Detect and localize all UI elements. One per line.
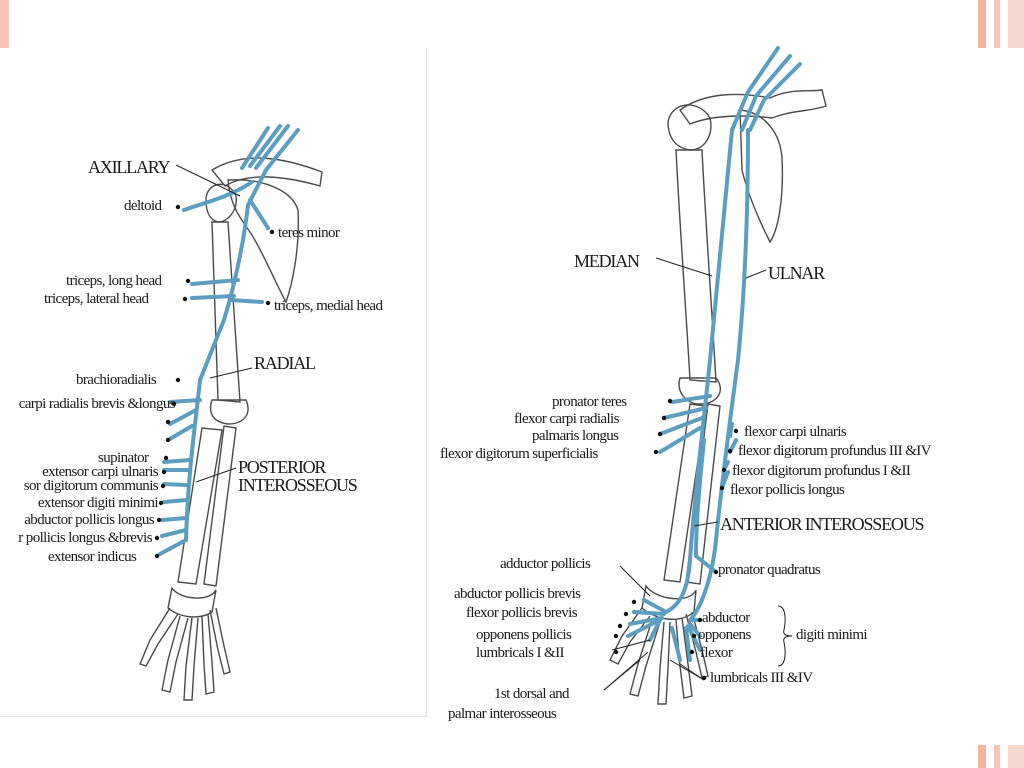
- left-finger-thumb: [139, 607, 179, 667]
- label-fdp-1-2: flexor digitorum profundus I &II: [732, 463, 911, 479]
- label-interosseous-2: palmar interosseous: [448, 706, 557, 722]
- label-abductor: abductor: [702, 610, 750, 626]
- label-epl: r pollicis longus &brevis: [18, 530, 152, 546]
- label-palmaris: palmaris longus: [532, 428, 619, 444]
- label-fds: flexor digitorum superficialis: [440, 446, 598, 462]
- label-triceps-long-head: triceps, long head: [66, 273, 162, 289]
- left-carpals: [167, 586, 217, 618]
- label-interosseous: INTEROSSEOUS: [238, 475, 358, 495]
- label-apl: abductor pollicis longus: [24, 512, 154, 528]
- label-flexor: flexor: [700, 645, 733, 661]
- right-humeral-head: [667, 104, 712, 151]
- left-finger-2: [161, 615, 189, 693]
- label-edc: sor digitorum communis: [23, 478, 159, 494]
- label-op: opponens pollicis: [476, 627, 572, 643]
- right-scapula: [739, 109, 784, 244]
- right-elbow: [678, 377, 721, 405]
- label-ecr: carpi radialis brevis &longus: [18, 396, 176, 412]
- label-fcr: flexor carpi radialis: [514, 411, 619, 427]
- label-apb: abductor pollicis brevis: [454, 586, 581, 602]
- right-humerus: [675, 149, 717, 383]
- right-accent-stripes-top: [978, 0, 1024, 48]
- right-ulna: [663, 403, 707, 583]
- label-supinator: supinator: [98, 450, 149, 466]
- label-axillary: AXILLARY: [88, 157, 171, 177]
- label-radial: RADIAL: [254, 353, 316, 373]
- label-lumbricals-1-2: lumbricals I &II: [476, 645, 564, 661]
- label-triceps-lateral-head: triceps, lateral head: [44, 291, 149, 307]
- label-pronator-quadratus: pronator quadratus: [718, 562, 821, 578]
- right-accent-stripes-bottom: [978, 745, 1024, 768]
- label-posterior: POSTERIOR: [238, 457, 326, 477]
- label-interosseous-1: 1st dorsal and: [494, 686, 570, 702]
- left-finger-5: [209, 607, 231, 675]
- label-digiti-minimi: digiti minimi: [796, 627, 868, 643]
- label-fpb: flexor pollicis brevis: [466, 605, 578, 621]
- right-finger-thumb: [609, 607, 651, 665]
- label-fcu: flexor carpi ulnaris: [744, 424, 847, 440]
- label-anterior-interosseous: ANTERIOR INTEROSSEOUS: [720, 514, 925, 534]
- right-clavicle: [679, 89, 827, 125]
- label-ecu: extensor carpi ulnaris: [42, 464, 159, 480]
- left-ulna: [203, 425, 237, 587]
- left-elbow: [209, 399, 249, 425]
- left-humeral-head: [205, 183, 237, 223]
- label-deltoid: deltoid: [124, 198, 162, 214]
- right-finger-2: [629, 619, 661, 697]
- label-pronator-teres: pronator teres: [552, 394, 627, 410]
- left-finger-3: [183, 617, 199, 701]
- label-teres-minor: teres minor: [278, 225, 340, 241]
- label-opponens: opponens: [698, 627, 751, 643]
- label-fdp-3-4: flexor digitorum profundus III &IV: [738, 443, 931, 459]
- left-radius: [177, 427, 223, 585]
- label-ulnar: ULNAR: [768, 263, 825, 283]
- label-fpl: flexor pollicis longus: [730, 482, 845, 498]
- label-median: MEDIAN: [574, 251, 640, 271]
- right-finger-3: [657, 621, 671, 705]
- label-extensor-indicus: extensor indicus: [48, 549, 137, 565]
- label-lumbricals-3-4: lumbricals III &IV: [710, 670, 813, 686]
- label-brachioradialis: brachioradialis: [76, 372, 157, 388]
- label-edm: extensor digiti minimi: [37, 495, 159, 511]
- label-triceps-medial-head: triceps, medial head: [274, 298, 383, 314]
- label-adductor-pollicis: adductor pollicis: [500, 556, 591, 572]
- left-finger-4: [201, 613, 215, 695]
